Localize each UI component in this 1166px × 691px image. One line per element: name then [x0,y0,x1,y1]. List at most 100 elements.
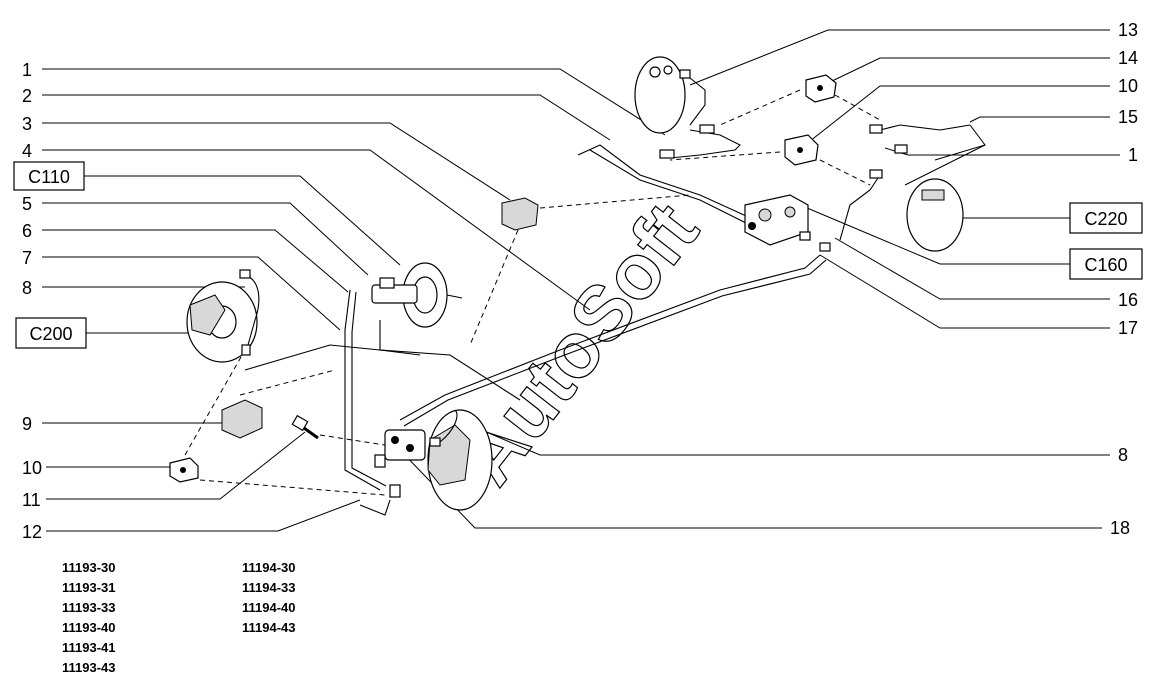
front-right-hose-fitting [429,437,441,447]
bracket-9-body [221,399,263,439]
leader-1-right [884,147,1120,156]
clip-10-hole [180,467,186,473]
regulator-port-3 [748,222,756,230]
regulator-fitting-17 [819,242,831,252]
model-code: 11194-33 [242,580,296,595]
c220-label: C220 [1084,209,1127,229]
lower-pipe [359,499,391,516]
rear-right-drum [906,178,964,252]
clip-10-upper [784,134,819,166]
rear-left-hose-end-upper [699,124,715,134]
callout-16: 16 [1118,290,1138,310]
master-link-pipe [379,320,421,356]
front-left-hose-end [241,344,251,356]
rear-left-hose-end-lower [659,149,675,159]
splitter-port-1 [391,436,399,444]
leader-3 [42,122,511,201]
rear-left-pipe [669,129,741,159]
rear-right-pipe [839,174,881,241]
front-left-hose-pipe [244,344,521,401]
c160-label: C160 [1084,255,1127,275]
leader-17 [819,254,1110,329]
splitter-fitting-low [389,484,401,498]
callout-7: 7 [22,248,32,268]
dash-clip-to-regulator [539,194,691,209]
front-left-brake [186,269,260,363]
rear-right-fitting-upper [869,124,883,134]
clip-14 [805,74,837,103]
c110-label: C110 [28,167,70,187]
rear-left-bleeder [679,69,691,79]
brake-pipes [244,77,971,516]
clip-14-hole [817,85,823,91]
front-right-brake [374,409,493,511]
regulator-fitting-16 [799,231,811,241]
rear-right-upper-pipe [879,124,971,131]
callout-3: 3 [22,114,32,134]
dash-bracket-9 [239,369,336,396]
model-code: 11193-30 [62,560,116,575]
c220-box [1069,202,1143,234]
rear-right-cylinder [921,189,945,201]
model-code: 11193-40 [62,620,116,635]
rear-right-fitting-lower [869,169,883,179]
dash-clip-10-top [669,151,781,161]
rear-left-cylinder-1 [649,66,661,78]
rear-drum-link-2 [934,124,986,161]
boxed-labels: C110 C200 C220 C160 [13,161,1143,349]
main-pipe-outer [399,254,821,421]
dash-clip-10-top-right [819,159,871,186]
pressure-splitter [384,429,426,461]
left-callouts: 1 2 3 4 5 6 7 8 9 10 11 12 [22,60,666,542]
rear-pipe-upper-2 [577,144,756,221]
leader-6 [42,229,349,293]
clip-10-upper-hole [797,147,803,153]
front-right-hose [439,409,458,443]
leader-14 [829,57,1110,83]
model-list-2: 11194-30 11194-33 11194-40 11194-43 [242,558,296,638]
rear-left-drum [634,56,686,134]
callout-12: 12 [22,522,42,542]
splitter-fitting-left [374,454,386,468]
leader-12 [46,499,361,532]
leader-13 [689,29,1110,86]
booster-rod [446,294,463,299]
callout-8-right: 8 [1118,445,1128,465]
model-list-1: 11193-30 11193-31 11193-33 11193-40 1119… [62,558,116,678]
model-code: 11193-41 [62,640,116,655]
callout-1: 1 [22,60,32,80]
bolt-11-shank [303,426,319,440]
leader-10-right [804,85,1110,146]
callout-13: 13 [1118,20,1138,40]
model-code: 11194-30 [242,560,296,575]
leader-7 [42,256,341,331]
dash-clip-10-right [199,479,386,496]
leader-11 [46,431,306,500]
leader-2 [42,94,611,141]
splitter-port-2 [406,444,414,452]
dash-clip-10-up [184,349,246,456]
main-pipe-inner [403,259,827,427]
callout-10-right: 10 [1118,76,1138,96]
left-vertical-pipe-2 [351,291,387,487]
callout-5: 5 [22,194,32,214]
callout-8: 8 [22,278,32,298]
dash-clip-14-left [719,89,801,126]
callout-10: 10 [22,458,42,478]
rear-left-cylinder-2 [663,65,673,75]
bolt-11-head [291,414,309,432]
rear-right-fitting-mid [894,144,908,154]
pressure-regulator [744,194,831,252]
rear-right-brake [869,124,964,252]
model-code: 11194-43 [242,620,296,635]
model-code: 11194-40 [242,600,296,615]
clip-10-left [169,457,199,483]
callout-11: 11 [22,490,41,510]
leader-18 [399,449,1102,529]
leader-16 [834,237,1110,300]
callout-18: 18 [1110,518,1130,538]
master-reservoir-cap [379,277,395,289]
bolt-11 [291,414,319,440]
callout-9: 9 [22,414,32,434]
